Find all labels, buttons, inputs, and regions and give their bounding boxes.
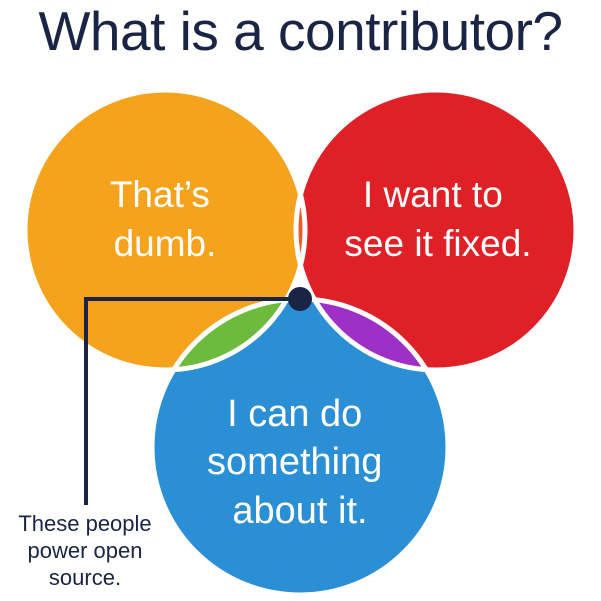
page-title: What is a contributor?: [38, 0, 563, 62]
callout-line-1: These people: [18, 511, 152, 536]
callout-line: [84, 297, 300, 505]
callout-line-3: source.: [48, 565, 122, 590]
circle-left-outline: [22, 87, 308, 373]
circle-bottom-label: I can do something about it.: [207, 393, 393, 532]
circle-left-label: That’s dumb.: [110, 174, 220, 264]
callout-line-2: power open: [27, 538, 143, 563]
circle-right-label: I want to see it fixed.: [344, 174, 531, 264]
circle-right-outline: [293, 87, 579, 373]
circle-right: [296, 90, 576, 370]
circle-bottom: [152, 299, 448, 595]
center-dot: [288, 287, 312, 311]
callout-text: These people power open source.: [0, 510, 170, 591]
